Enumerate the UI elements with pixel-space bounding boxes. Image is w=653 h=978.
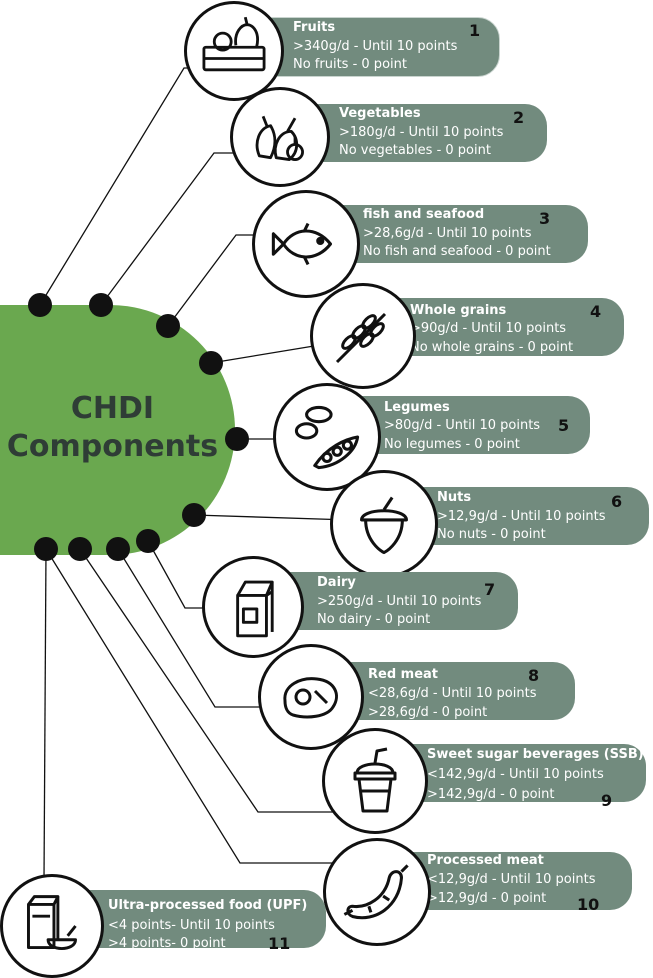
card-line1: >12,9g/d - Until 10 points	[437, 509, 606, 524]
card-line1: <4 points- Until 10 points	[108, 918, 275, 933]
connector-dot	[68, 537, 92, 561]
card-line2: No vegetables - 0 point	[339, 143, 491, 158]
card-title: Fruits	[293, 20, 336, 35]
cereal-box-icon	[0, 874, 104, 978]
card-number: 3	[539, 209, 551, 228]
card-line2: No nuts - 0 point	[437, 527, 546, 542]
component-card-ssb: Sweet sugar beverages (SSB) <142,9g/d - …	[400, 744, 646, 810]
card-line1: >28,6g/d - Until 10 points	[363, 226, 532, 241]
connector-4	[210, 344, 321, 364]
card-number: 2	[513, 108, 525, 127]
card-title: Whole grains	[410, 303, 507, 318]
connector-dot	[199, 351, 223, 375]
card-title: Nuts	[437, 490, 472, 505]
steak-icon	[258, 644, 364, 750]
card-title: fish and seafood	[363, 207, 485, 222]
card-title: Vegetables	[339, 106, 421, 121]
connector-6	[193, 514, 351, 521]
connector-dot	[182, 503, 206, 527]
card-number: 9	[601, 791, 613, 810]
card-line1: >250g/d - Until 10 points	[317, 594, 482, 609]
card-line1: <28,6g/d - Until 10 points	[368, 686, 537, 701]
component-card-whole-grains: Whole grains >90g/d - Until 10 points No…	[378, 298, 624, 356]
card-line1: >80g/d - Until 10 points	[384, 418, 541, 433]
connector-dot	[28, 293, 52, 317]
card-number: 4	[590, 302, 602, 321]
card-line1: >180g/d - Until 10 points	[339, 125, 504, 140]
component-card-red-meat: Red meat <28,6g/d - Until 10 points >28,…	[335, 662, 575, 720]
soda-cup-icon	[322, 728, 428, 834]
connector-dot	[89, 293, 113, 317]
card-line1: >340g/d - Until 10 points	[293, 39, 458, 54]
component-card-nuts: Nuts >12,9g/d - Until 10 points No nuts …	[403, 487, 649, 545]
card-line2: >4 points- 0 point	[108, 936, 226, 951]
connector-1	[39, 67, 210, 306]
fish-icon	[252, 190, 360, 298]
fruit-crate-icon	[184, 1, 284, 101]
card-line1: <142,9g/d - Until 10 points	[427, 767, 604, 782]
card-number: 11	[268, 934, 291, 953]
card-number: 5	[558, 416, 570, 435]
card-line1: >90g/d - Until 10 points	[410, 321, 567, 336]
card-line2: No legumes - 0 point	[384, 437, 520, 452]
card-line2: >28,6g/d - 0 point	[368, 705, 488, 720]
card-line2: >142,9g/d - 0 point	[427, 787, 555, 802]
connector-dot	[156, 314, 180, 338]
card-number: 6	[611, 492, 623, 511]
card-number: 8	[528, 666, 540, 685]
acorn-icon	[330, 470, 438, 578]
milk-carton-icon	[202, 556, 304, 658]
card-title: Legumes	[384, 400, 450, 415]
card-title: Processed meat	[427, 853, 544, 868]
card-line2: No fish and seafood - 0 point	[363, 244, 551, 259]
component-card-dairy: Dairy >250g/d - Until 10 points No dairy…	[282, 572, 518, 630]
connector-9	[79, 548, 340, 813]
card-line2: No whole grains - 0 point	[410, 340, 574, 355]
card-line2: No fruits - 0 point	[293, 57, 407, 72]
card-number: 1	[469, 21, 481, 40]
component-card-fish-seafood: fish and seafood >28,6g/d - Until 10 poi…	[330, 205, 588, 263]
connector-dot	[136, 529, 160, 553]
sausage-icon	[323, 838, 431, 946]
card-title: Ultra-processed food (UPF)	[108, 898, 308, 913]
connector-8	[117, 548, 278, 708]
wheat-icon	[310, 283, 416, 389]
component-card-fruits: Fruits >340g/d - Until 10 points No frui…	[260, 17, 500, 77]
connector-10	[45, 548, 345, 864]
component-card-processed-meat: Processed meat <12,9g/d - Until 10 point…	[400, 852, 632, 914]
hub-title-line1: CHDI	[70, 391, 155, 426]
hub-title-line2: Components	[6, 429, 219, 464]
card-title: Dairy	[317, 575, 356, 590]
connector-dot	[34, 537, 58, 561]
card-line2: >12,9g/d - 0 point	[427, 891, 547, 906]
vegetables-icon	[230, 87, 330, 187]
card-title: Red meat	[368, 667, 439, 682]
component-card-upf: Ultra-processed food (UPF) <4 points- Un…	[78, 890, 326, 953]
connector-dot	[225, 427, 249, 451]
card-number: 7	[484, 580, 496, 599]
connector-11	[43, 548, 47, 881]
card-line2: No dairy - 0 point	[317, 612, 431, 627]
component-card-vegetables: Vegetables >180g/d - Until 10 points No …	[305, 104, 547, 162]
card-number: 10	[577, 895, 600, 914]
component-card-legumes: Legumes >80g/d - Until 10 points No legu…	[352, 396, 590, 454]
card-title: Sweet sugar beverages (SSB)	[427, 747, 644, 762]
hub-title: CHDI Components	[0, 390, 225, 466]
connector-dot	[106, 537, 130, 561]
card-line1: <12,9g/d - Until 10 points	[427, 872, 596, 887]
